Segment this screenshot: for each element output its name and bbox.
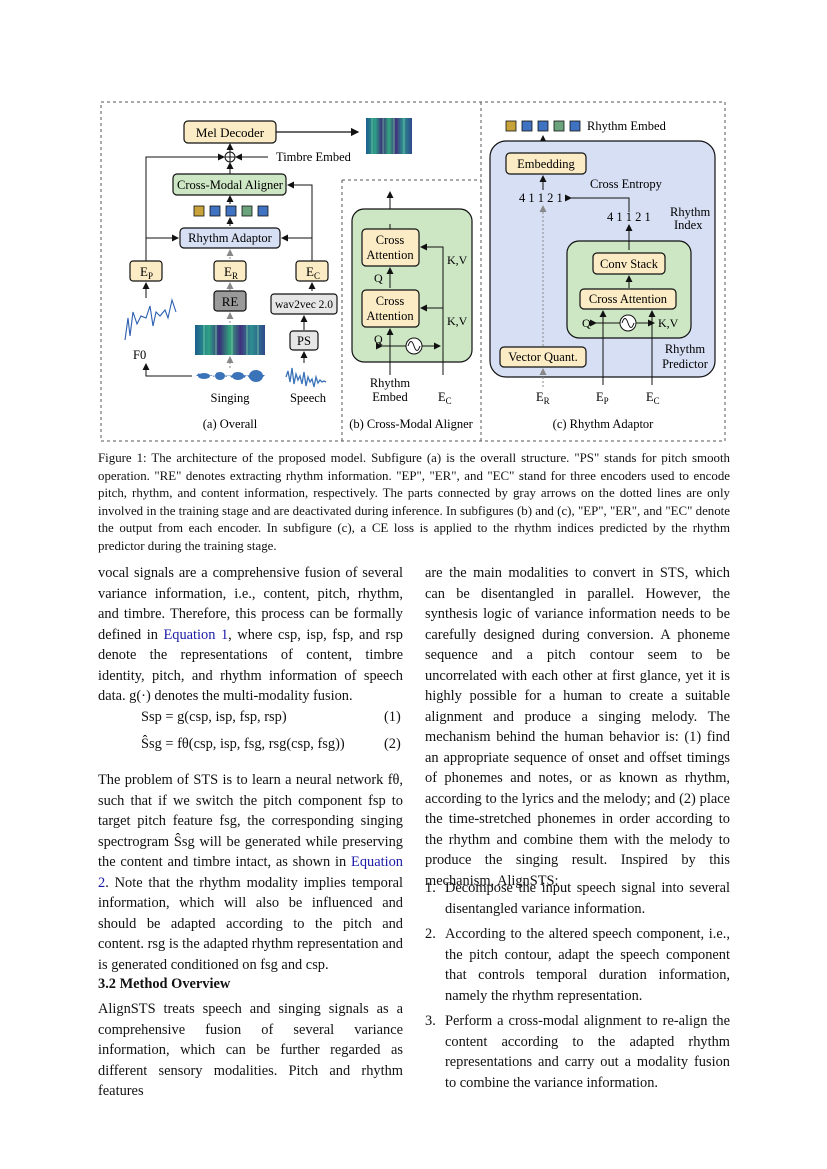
- query-label-2: Q: [374, 332, 383, 346]
- timbre-embed-label: Timbre Embed: [276, 150, 352, 164]
- list-item: 3.Perform a cross-modal alignment to re-…: [425, 1013, 730, 1091]
- rhythm-token: [225, 205, 237, 217]
- rhythm-encoder-box: [213, 260, 247, 282]
- equation-2-link[interactable]: Equation 2: [98, 854, 403, 891]
- rhythm-index-sequence-gt: 4 1 1 2 1: [519, 191, 563, 205]
- figure-caption: Figure 1: The architecture of the propos…: [98, 451, 730, 553]
- query-label-1: Q: [374, 271, 383, 285]
- paragraph-modalities: are the main modalities to convert in ST…: [425, 565, 730, 889]
- equation-2: Ŝsg = fθ(csp, isp, fsg, rsg(csp, fsg)): [141, 736, 345, 752]
- f0-curve: [124, 297, 177, 341]
- rhythm-index-sequence-pred: 4 1 1 2 1: [607, 210, 651, 224]
- subfigure-c-caption: (c) Rhythm Adaptor: [553, 417, 655, 431]
- pitch-smooth-label: PS: [297, 334, 311, 348]
- pitch-smooth-box: [289, 330, 319, 351]
- rhythm-query-label: Q: [582, 316, 591, 330]
- rhythm-adaptor-box: [179, 227, 281, 249]
- wav2vec-label: wav2vec 2.0: [275, 299, 333, 311]
- singing-spectrogram-image: [195, 325, 265, 355]
- singing-label: Singing: [211, 391, 251, 405]
- rhythm-extract-label: RE: [222, 294, 239, 309]
- rhythm-extract-box: [213, 290, 247, 312]
- cross-modal-aligner-label: Cross-Modal Aligner: [177, 178, 284, 192]
- paragraph-fusion: vocal signals are a comprehensive fusion…: [98, 565, 403, 704]
- equation-1: Ssp = g(csp, isp, fsp, rsp): [141, 709, 287, 725]
- key-value-label-2: K,V: [447, 314, 468, 328]
- rhythm-token: [553, 120, 565, 132]
- svg-text:EP: EP: [140, 264, 153, 281]
- mel-decoder-label: Mel Decoder: [196, 125, 265, 140]
- svg-text:EC: EC: [306, 264, 320, 281]
- list-item: 2.According to the altered speech compon…: [425, 926, 730, 1004]
- pitch-encoder-box: [129, 260, 163, 282]
- rhythm-cross-attention-label: Cross Attention: [589, 292, 668, 306]
- conv-stack-box: [592, 252, 666, 275]
- left-column-lower: The problem of STS is to learn a neural …: [98, 770, 403, 975]
- subfigure-a-caption: (a) Overall: [203, 417, 258, 431]
- mel-spectrogram-image: [366, 118, 412, 154]
- svg-text:ER: ER: [224, 264, 238, 281]
- equation-1-number: (1): [384, 709, 401, 725]
- svg-text:EP: EP: [596, 390, 609, 406]
- rhythm-adaptor-label: Rhythm Adaptor: [188, 231, 273, 245]
- svg-text:ER: ER: [536, 390, 550, 406]
- svg-text:EC: EC: [438, 390, 452, 406]
- embedding-box: [505, 152, 587, 175]
- rhythm-token: [241, 205, 253, 217]
- rhythm-cross-attention-box: [579, 288, 677, 310]
- equation-1-link[interactable]: Equation 1: [163, 626, 229, 643]
- figure-outer-border: [100, 101, 726, 442]
- right-column: are the main modalities to convert in ST…: [425, 563, 730, 891]
- rhythm-token: [537, 120, 549, 132]
- cross-attention-box-2: [361, 289, 420, 328]
- rhythm-tokens-c: [505, 120, 581, 132]
- rhythm-key-value-label: K,V: [658, 316, 679, 330]
- equation-2-number: (2): [384, 736, 401, 752]
- subfigure-rhythm-adaptor: Rhythm Embed Embedding Cross Entropy 4 1…: [489, 119, 716, 431]
- f0-label: F0: [133, 348, 146, 362]
- rhythm-token: [569, 120, 581, 132]
- rhythm-token: [257, 205, 269, 217]
- conv-stack-label: Conv Stack: [600, 257, 659, 271]
- rhythm-token: [209, 205, 221, 217]
- rhythm-token: [193, 205, 205, 217]
- cross-entropy-label: Cross Entropy: [590, 177, 663, 191]
- rhythm-token: [521, 120, 533, 132]
- left-column: vocal signals are a comprehensive fusion…: [98, 563, 403, 707]
- paragraph-problem: The problem of STS is to learn a neural …: [98, 772, 403, 973]
- content-encoder-box: [295, 260, 329, 282]
- speech-waveform: [285, 367, 327, 388]
- section-heading: 3.2 Method Overview: [98, 976, 231, 992]
- list-item: 1.Decompose the input speech signal into…: [425, 880, 730, 917]
- svg-text:EC: EC: [646, 390, 660, 406]
- wav2vec-box: [270, 293, 338, 315]
- rhythm-tokens-a: [193, 205, 269, 217]
- subfigure-b-caption: (b) Cross-Modal Aligner: [349, 417, 473, 431]
- architecture-figure: Mel Decoder Timbre Embed Cross-Modal Ali…: [100, 101, 726, 442]
- subfigure-overall: Mel Decoder Timbre Embed Cross-Modal Ali…: [124, 118, 412, 431]
- rhythm-embed-output-label: Rhythm Embed: [587, 119, 667, 133]
- singing-waveform: [196, 370, 265, 382]
- speech-label: Speech: [290, 391, 327, 405]
- key-value-label-1: K,V: [447, 253, 468, 267]
- steps-list: 1.Decompose the input speech signal into…: [425, 878, 730, 1098]
- vector-quant-label: Vector Quant.: [508, 350, 577, 364]
- embedding-label: Embedding: [517, 157, 575, 171]
- vector-quant-box: [499, 346, 587, 368]
- rhythm-token: [505, 120, 517, 132]
- paragraph-method: AlignSTS treats speech and singing signa…: [98, 1001, 403, 1099]
